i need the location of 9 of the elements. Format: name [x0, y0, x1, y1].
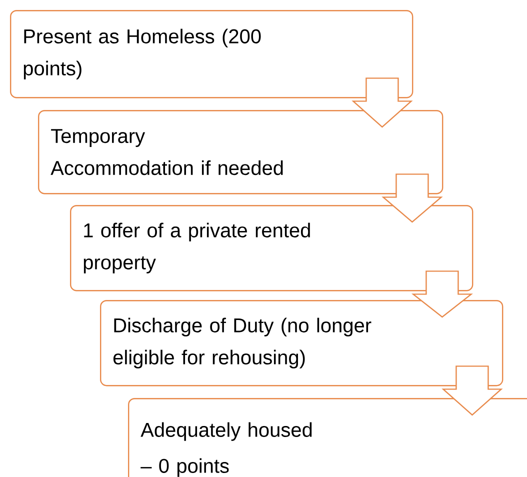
- process-box: Discharge of Duty (no longer eligible for rehousing): [100, 300, 504, 386]
- block-arrow: [382, 174, 443, 223]
- block-arrow: [442, 366, 503, 416]
- process-box: 1 offer of a private rented property: [70, 205, 474, 292]
- process-box: Adequately housed – 0 points: [128, 398, 527, 477]
- block-arrow: [411, 270, 473, 318]
- process-box: Temporary Accommodation if needed: [38, 110, 444, 194]
- process-box: Present as Homeless (200 points): [10, 10, 414, 98]
- block-arrow: [352, 78, 413, 128]
